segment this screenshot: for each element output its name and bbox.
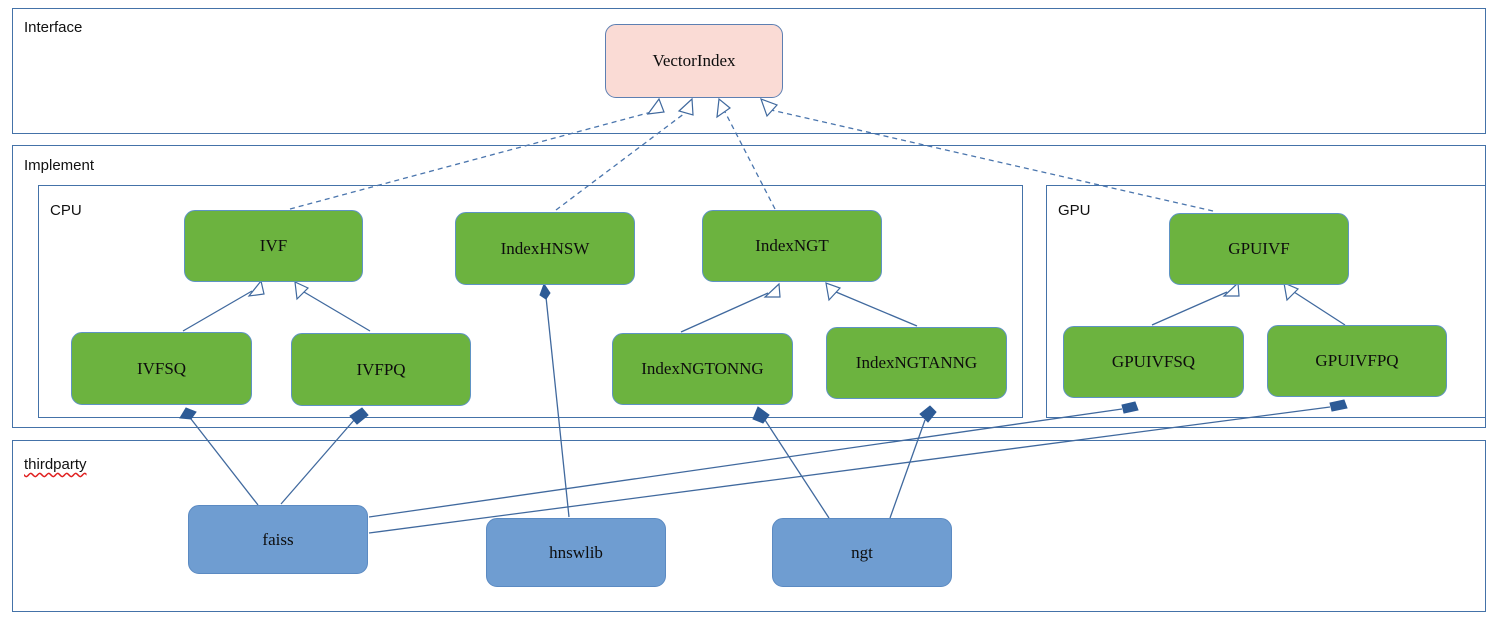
node-hnswlib[interactable]: hnswlib bbox=[486, 518, 666, 587]
edge-gpuivfsq-to-gpuivf bbox=[1151, 281, 1240, 326]
edge-ngt-to-indexngtonng bbox=[752, 406, 830, 519]
frame-interface bbox=[12, 8, 1486, 134]
node-vectorindex[interactable]: VectorIndex bbox=[605, 24, 783, 98]
edge-ivfsq-to-ivf bbox=[182, 279, 265, 332]
node-indexngt[interactable]: IndexNGT bbox=[702, 210, 882, 282]
edge-gpuivf-to-vectorindex bbox=[760, 97, 1214, 212]
edge-indexngt-to-vectorindex bbox=[716, 97, 776, 210]
node-ivf[interactable]: IVF bbox=[184, 210, 363, 282]
frame-label-cpu: CPU bbox=[50, 202, 82, 219]
node-gpuivfpq[interactable]: GPUIVFPQ bbox=[1267, 325, 1447, 397]
node-ivfpq[interactable]: IVFPQ bbox=[291, 333, 471, 406]
edge-faiss-to-ivfpq bbox=[280, 407, 369, 505]
edge-hnswlib-to-indexhnsw bbox=[539, 282, 570, 518]
node-ivfsq[interactable]: IVFSQ bbox=[71, 332, 252, 405]
node-faiss[interactable]: faiss bbox=[188, 505, 368, 574]
node-ngt[interactable]: ngt bbox=[772, 518, 952, 587]
frame-label-thirdparty: thirdparty bbox=[24, 456, 87, 473]
frame-thirdparty bbox=[12, 440, 1486, 612]
frame-cpu bbox=[38, 185, 1023, 418]
edge-ivfpq-to-ivf bbox=[294, 281, 371, 332]
node-indexngtanng[interactable]: IndexNGTANNG bbox=[826, 327, 1007, 399]
edge-ngt-to-indexngtanng bbox=[889, 405, 937, 519]
frame-label-interface: Interface bbox=[24, 19, 83, 36]
edge-indexhnsw-to-vectorindex bbox=[555, 97, 694, 211]
frame-label-gpu: GPU bbox=[1058, 202, 1091, 219]
node-indexngtonng[interactable]: IndexNGTONNG bbox=[612, 333, 793, 405]
edge-faiss-to-gpuivfsq bbox=[368, 401, 1139, 518]
node-indexhnsw[interactable]: IndexHNSW bbox=[455, 212, 635, 285]
edge-ivf-to-vectorindex bbox=[289, 97, 665, 210]
frame-gpu bbox=[1046, 185, 1486, 418]
edge-indexngtanng-to-indexngt bbox=[825, 282, 918, 327]
node-gpuivfsq[interactable]: GPUIVFSQ bbox=[1063, 326, 1244, 398]
edge-faiss-to-ivfsq bbox=[179, 407, 259, 506]
edge-indexngtonng-to-indexngt bbox=[680, 282, 781, 333]
frame-label-implement: Implement bbox=[24, 157, 95, 174]
edge-faiss-to-gpuivfpq bbox=[368, 399, 1348, 534]
edge-gpuivfpq-to-gpuivf bbox=[1283, 282, 1346, 326]
node-gpuivf[interactable]: GPUIVF bbox=[1169, 213, 1349, 285]
